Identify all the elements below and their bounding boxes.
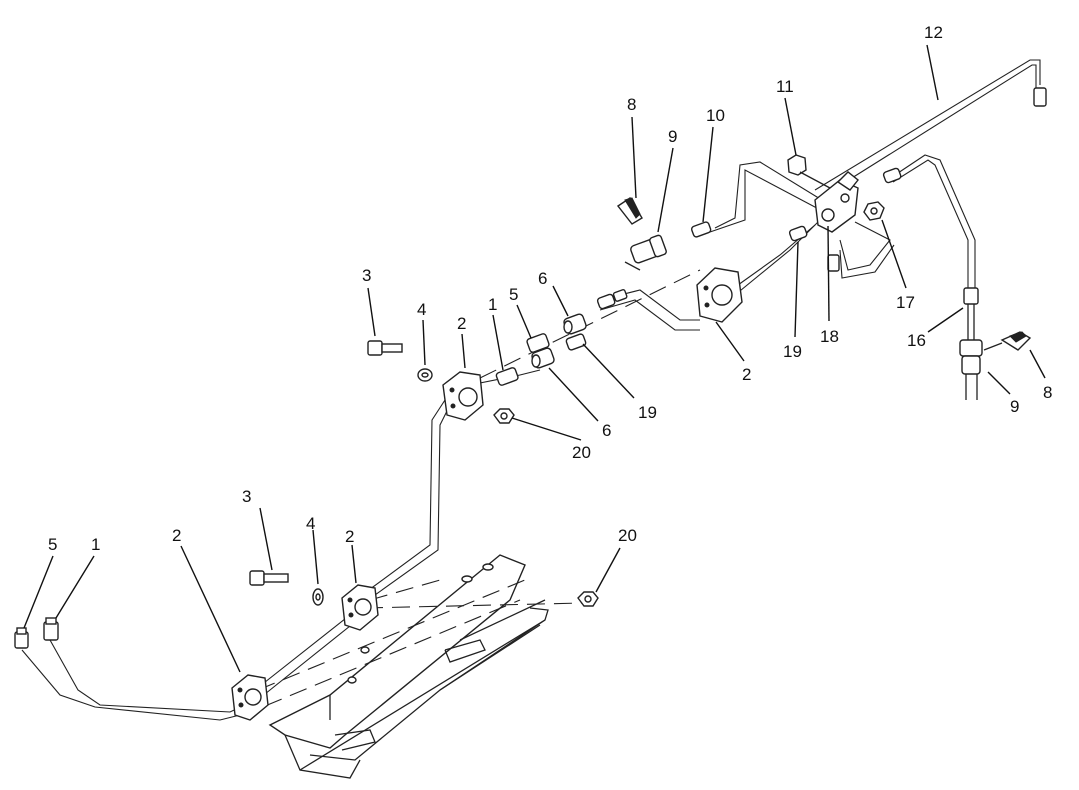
alignment-lines bbox=[257, 269, 701, 707]
tee-block-18 bbox=[814, 171, 859, 233]
fitting-top-right bbox=[882, 167, 902, 184]
callout-2-upper-middle: 2 bbox=[457, 314, 466, 333]
callout-16: 16 bbox=[907, 331, 926, 350]
nut-6-rear bbox=[563, 313, 587, 335]
fitting-16 bbox=[963, 287, 979, 340]
callout-5-lower: 5 bbox=[48, 535, 57, 554]
callout-20-upper: 20 bbox=[572, 443, 591, 462]
callout-2-lower-left: 2 bbox=[172, 526, 181, 545]
fitting-19-center-a bbox=[565, 333, 587, 351]
callout-1-upper: 1 bbox=[488, 295, 497, 314]
washer-4-lower bbox=[312, 588, 324, 606]
fitting-1-upper bbox=[495, 367, 519, 386]
fitting-19-center-b bbox=[596, 289, 628, 310]
callout-20-lower: 20 bbox=[618, 526, 637, 545]
fitting-10 bbox=[690, 221, 712, 238]
callout-4-lower: 4 bbox=[306, 514, 315, 533]
nut-17 bbox=[863, 201, 885, 221]
callout-19-right: 19 bbox=[783, 342, 802, 361]
washer-4-upper bbox=[417, 368, 433, 382]
callout-1-lower: 1 bbox=[91, 535, 100, 554]
bolt-3-upper bbox=[367, 340, 403, 356]
callout-6-upper: 6 bbox=[538, 269, 547, 288]
callout-8-lower: 8 bbox=[1043, 383, 1052, 402]
brake-tubes bbox=[21, 59, 1041, 721]
clip-8-upper bbox=[616, 197, 643, 225]
fitting-5-lower bbox=[14, 627, 29, 649]
callout-6-lower: 6 bbox=[602, 421, 611, 440]
clamp-2-lower-middle bbox=[341, 584, 379, 631]
callout-9-upper: 9 bbox=[668, 127, 677, 146]
callout-10: 10 bbox=[706, 106, 725, 125]
callout-2-upper-right: 2 bbox=[742, 365, 751, 384]
clamp-2-lower-left bbox=[231, 674, 269, 721]
clip-8-lower bbox=[983, 331, 1032, 351]
callout-4-upper: 4 bbox=[417, 300, 426, 319]
callout-19-center: 19 bbox=[638, 403, 657, 422]
callout-8-upper: 8 bbox=[627, 95, 636, 114]
fitting-1-lower bbox=[43, 617, 59, 641]
callout-17: 17 bbox=[896, 293, 915, 312]
clamp-2-upper-middle bbox=[442, 371, 484, 421]
callout-9-lower: 9 bbox=[1010, 397, 1019, 416]
callout-11: 11 bbox=[776, 77, 794, 96]
fitting-19-right bbox=[788, 225, 808, 242]
nut-20-upper bbox=[493, 408, 515, 424]
callout-18: 18 bbox=[820, 327, 839, 346]
nut-20-lower bbox=[577, 591, 599, 607]
fitting-5-upper bbox=[526, 333, 550, 353]
callout-3-upper: 3 bbox=[362, 266, 371, 285]
fitting-below-18 bbox=[827, 254, 840, 272]
hose-fitting-9-upper bbox=[624, 234, 667, 271]
leader-lines bbox=[23, 44, 1046, 673]
bolt-3-lower bbox=[249, 570, 289, 586]
callout-labels: 12 8 9 10 11 3 4 2 1 5 6 2 19 18 17 16 9… bbox=[48, 23, 1052, 554]
callout-2-lower-middle: 2 bbox=[345, 527, 354, 546]
callout-12: 12 bbox=[924, 23, 943, 42]
callout-5-upper: 5 bbox=[509, 285, 518, 304]
clamp-2-upper-right bbox=[696, 267, 743, 323]
callout-3-lower: 3 bbox=[242, 487, 251, 506]
nut-6-front bbox=[531, 347, 555, 369]
hose-fitting-9-lower bbox=[959, 339, 983, 400]
bolt-11 bbox=[787, 154, 831, 189]
fitting-12-end bbox=[1033, 87, 1047, 107]
